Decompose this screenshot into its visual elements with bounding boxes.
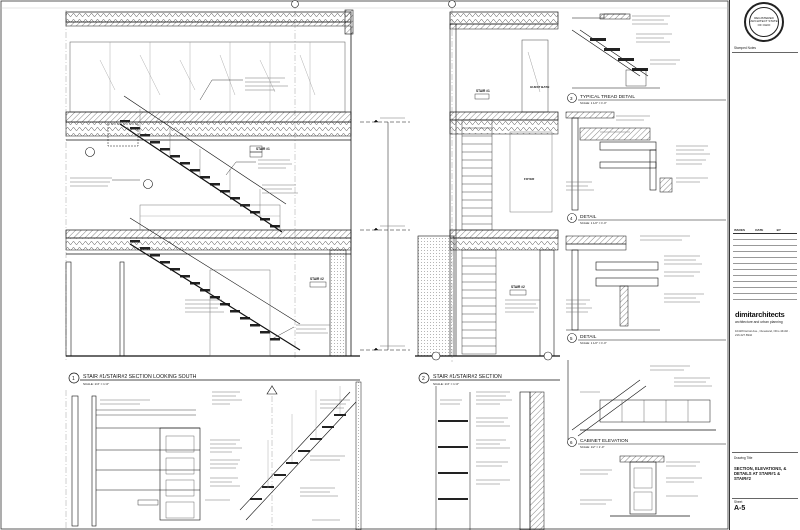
svg-text:SCALE: 1 1/2" = 1'-0": SCALE: 1 1/2" = 1'-0": [580, 341, 607, 345]
svg-text:4: 4: [570, 216, 573, 221]
svg-text:SCALE: 1/4" = 1'-0": SCALE: 1/4" = 1'-0": [83, 382, 109, 386]
view-title-text: DETAIL: [580, 334, 597, 340]
rev-header-by: BY: [776, 228, 781, 232]
sheet-label: Sheet: [734, 500, 743, 504]
drawing-sheet: STAIR #1 STAIR #2: [0, 0, 729, 530]
tag-stair1-a: STAIR #1: [256, 147, 270, 151]
stamp-label: Stamped Notes: [734, 46, 756, 50]
view-title-text: DETAIL: [580, 214, 597, 220]
view-title-text: CABINET ELEVATION: [580, 438, 629, 444]
svg-text:SCALE: 1/2" = 1'-0": SCALE: 1/2" = 1'-0": [580, 445, 604, 449]
sheet-number: A-5: [734, 505, 746, 512]
tag-foyer: FOYER: [524, 177, 535, 181]
firm-tagline: architecture and urban planning: [735, 320, 783, 324]
seal-text: REGISTERED ARCHITECT STATE OF OHIO: [749, 7, 779, 37]
svg-text:6: 6: [570, 440, 573, 445]
view-title-text: STAIR #1/STAIR#2 SECTION LOOKING SOUTH: [83, 374, 197, 380]
title-block: REGISTERED ARCHITECT STATE OF OHIO Stamp…: [729, 0, 800, 530]
detail-view-3: 3 TYPICAL TREAD DETAIL SCALE: 1 1/2" = 1…: [567, 13, 726, 105]
drawing-title-label: Drawing Title: [734, 456, 753, 460]
drawing-title: SECTION, ELEVATIONS, & DETAILS AT STAIR#…: [734, 466, 787, 482]
detail-view-5: 5 DETAIL SCALE: 1 1/2" = 1'-0": [565, 235, 726, 345]
svg-text:SCALE: 1 1/2" = 1'-0": SCALE: 1 1/2" = 1'-0": [580, 101, 607, 105]
view-title-2: 2 STAIR #1/STAIR#2 SECTION SCALE: 1/4" =…: [418, 372, 560, 386]
svg-text:SCALE: 1/4" = 1'-0": SCALE: 1/4" = 1'-0": [433, 382, 459, 386]
svg-text:2: 2: [422, 376, 425, 382]
tag-guest-bath: GUEST BATH: [530, 85, 549, 89]
revisions-table: ISSUES DATE BY: [733, 228, 797, 306]
detail-view-4: 4 DETAIL SCALE: 1 1/2" = 1'-0": [565, 111, 726, 225]
tag-stair1-b: STAIR #1: [476, 89, 490, 93]
section-view-2: STAIR #1 GUEST BATH FOYER STAIR #2: [415, 0, 560, 362]
view-title-1: 1 STAIR #1/STAIR#2 SECTION LOOKING SOUTH…: [68, 372, 360, 386]
view-title-text: STAIR #1/STAIR#2 SECTION: [433, 374, 502, 380]
level-markers: [360, 119, 410, 351]
svg-text:5: 5: [570, 336, 573, 341]
tag-stair2-a: STAIR #2: [310, 277, 324, 281]
detail-cabinet-area: 6 CABINET ELEVATION SCALE: 1/2" = 1'-0": [567, 360, 726, 517]
tag-stair2-b: STAIR #2: [511, 285, 525, 289]
svg-text:3: 3: [570, 96, 573, 101]
rev-header-issues: ISSUES: [734, 228, 746, 232]
svg-text:1: 1: [72, 376, 75, 382]
firm-logo: dimitarchitects: [735, 310, 785, 319]
architect-seal: REGISTERED ARCHITECT STATE OF OHIO: [744, 2, 784, 42]
enlarged-details-bottom: [65, 381, 545, 530]
section-view-1: STAIR #1 STAIR #2: [65, 0, 360, 360]
firm-address: 10418 Detroit Ave., Cleveland, Ohio 4410…: [735, 329, 790, 337]
svg-text:SCALE: 1 1/2" = 1'-0": SCALE: 1 1/2" = 1'-0": [580, 221, 607, 225]
view-title-text: TYPICAL TREAD DETAIL: [580, 94, 635, 100]
rev-header-date: DATE: [755, 228, 764, 232]
